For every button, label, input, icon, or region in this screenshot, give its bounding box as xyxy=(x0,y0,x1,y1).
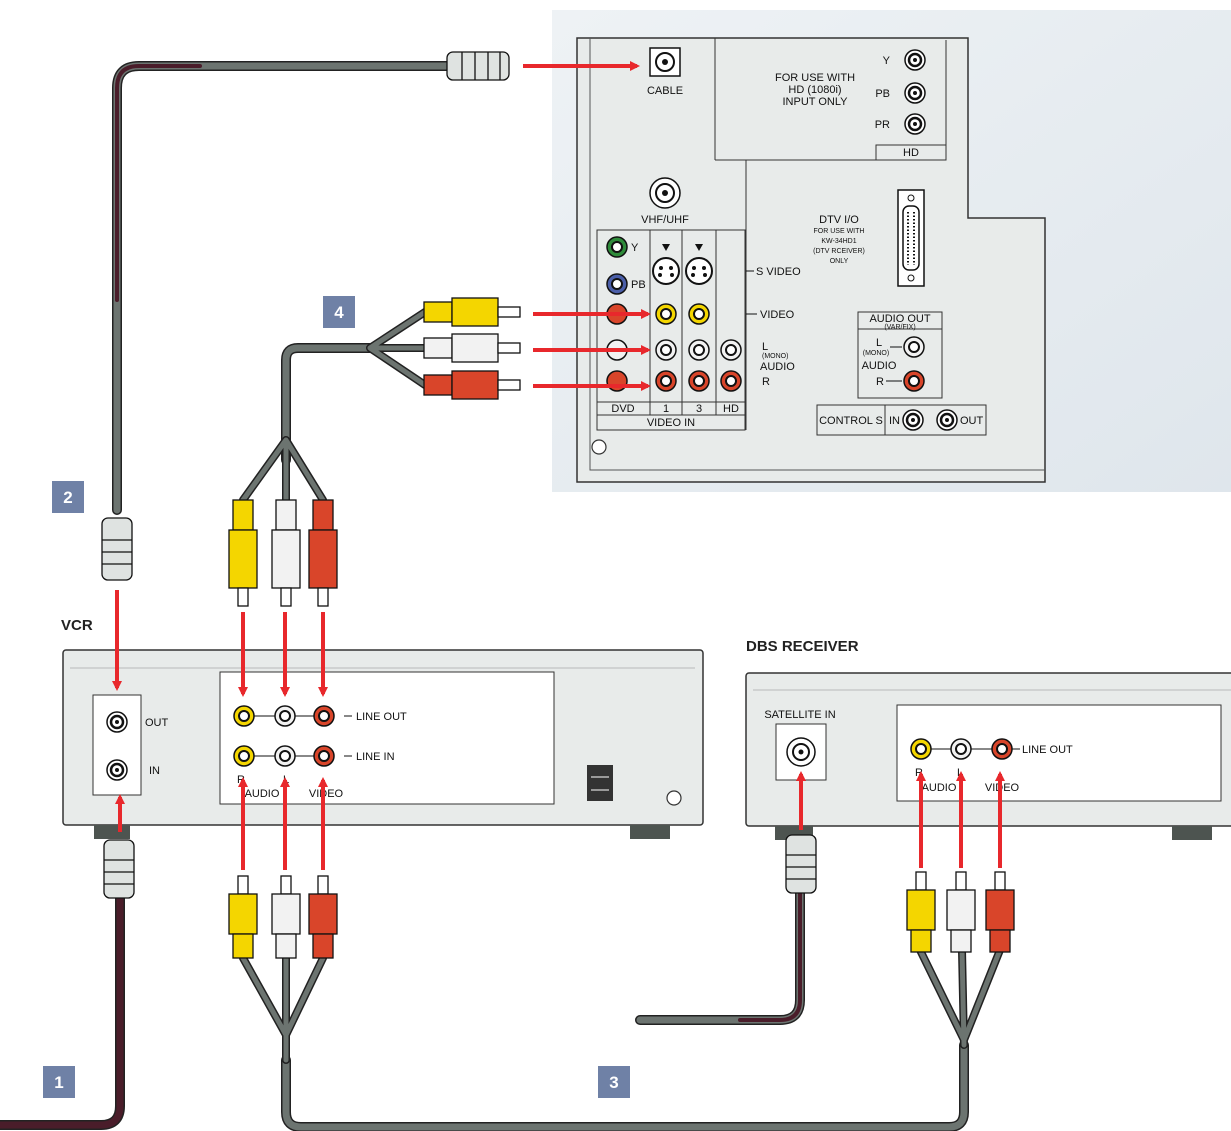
tv-comp-pb-label: PB xyxy=(631,279,646,291)
step-3-number: 3 xyxy=(609,1073,618,1092)
cable-input-jack xyxy=(649,47,681,77)
vcr-in-label: IN xyxy=(149,765,160,777)
s-video-jack-1 xyxy=(652,257,680,285)
tv-video-in-label: VIDEO IN xyxy=(647,417,695,429)
dbs-title: DBS RECEIVER xyxy=(746,638,859,655)
tv-ao-audio-label: AUDIO xyxy=(862,360,897,372)
tv-ao-r-label: R xyxy=(876,376,884,388)
tv-ctrl-in-label: IN xyxy=(889,415,900,427)
tv-col-1: 1 xyxy=(663,403,669,415)
step-1-number: 1 xyxy=(54,1073,63,1092)
vcr-audio-label: AUDIO xyxy=(245,788,280,800)
vcr-title: VCR xyxy=(61,617,93,634)
vcr-video-label: VIDEO xyxy=(309,788,344,800)
cables xyxy=(0,61,1004,1131)
tv-control-s-label: CONTROL S xyxy=(819,415,883,427)
vcr-out-label: OUT xyxy=(145,717,169,729)
tv-hd-box-label: HD xyxy=(903,147,919,159)
dbs-back-panel: SATELLITE IN LINE OUT R L AUDIO VIDEO xyxy=(745,672,1231,840)
tv-l-label: L xyxy=(762,341,768,353)
tv-hd-pr-label: PR xyxy=(875,119,890,131)
dbs-video-label: VIDEO xyxy=(985,782,1020,794)
step-4-badge: 4 xyxy=(323,296,355,328)
step-1-badge: 1 xyxy=(43,1066,75,1098)
tv-hd-note-1: FOR USE WITH xyxy=(775,72,855,84)
tv-hd-note-2: HD (1080i) xyxy=(788,84,841,96)
tv-dtv-note-3: (DTV RCEIVER) xyxy=(813,248,865,255)
tv-r-label: R xyxy=(762,376,770,388)
tv-dtv-note-2: KW-34HD1 xyxy=(821,238,856,245)
plugs xyxy=(101,51,1015,959)
vcr-back-panel: OUT IN LINE OUT LINE IN R L AUDIO VIDEO xyxy=(62,649,704,839)
tv-col-3: 3 xyxy=(696,403,702,415)
tv-dtv-note-4: ONLY xyxy=(830,258,849,265)
tv-ctrl-out-label: OUT xyxy=(960,415,984,427)
step-4-number: 4 xyxy=(334,303,344,322)
tv-cable-label: CABLE xyxy=(647,85,683,97)
tv-col-dvd: DVD xyxy=(611,403,634,415)
tv-mono-label: (MONO) xyxy=(762,353,788,360)
tv-hd-y-label: Y xyxy=(883,55,891,67)
tv-video-label: VIDEO xyxy=(760,309,795,321)
vcr-line-out-label: LINE OUT xyxy=(356,711,407,723)
tv-comp-y-label: Y xyxy=(631,242,639,254)
vcr-line-in-label: LINE IN xyxy=(356,751,395,763)
tv-ao-l-label: L xyxy=(876,337,882,349)
tv-audio-out-label: AUDIO OUT xyxy=(869,313,930,325)
connection-arrows xyxy=(112,61,1005,870)
step-2-number: 2 xyxy=(63,488,72,507)
tv-vhf-uhf-label: VHF/UHF xyxy=(641,214,689,226)
tv-back-panel: CABLE FOR USE WITH HD (1080i) INPUT ONLY… xyxy=(552,10,1231,492)
tv-dtv-title: DTV I/O xyxy=(819,214,859,226)
dtv-io-connector xyxy=(897,189,925,287)
tv-audio-label: AUDIO xyxy=(760,361,795,373)
tv-var-fix-label: (VAR/FIX) xyxy=(884,324,915,331)
vhf-uhf-jack xyxy=(649,177,681,209)
tv-col-hd: HD xyxy=(723,403,739,415)
step-2-badge: 2 xyxy=(52,481,84,513)
dbs-satellite-in-label: SATELLITE IN xyxy=(764,709,835,721)
tv-s-video-label: S VIDEO xyxy=(756,266,801,278)
step-3-badge: 3 xyxy=(598,1066,630,1098)
tv-ao-mono-label: (MONO) xyxy=(863,350,889,357)
tv-hd-note-3: INPUT ONLY xyxy=(783,96,849,108)
dbs-audio-label: AUDIO xyxy=(922,782,957,794)
tv-dtv-note-1: FOR USE WITH xyxy=(814,228,865,235)
tv-hd-pb-label: PB xyxy=(875,88,890,100)
dbs-line-out-label: LINE OUT xyxy=(1022,744,1073,756)
s-video-jack-3 xyxy=(685,257,713,285)
